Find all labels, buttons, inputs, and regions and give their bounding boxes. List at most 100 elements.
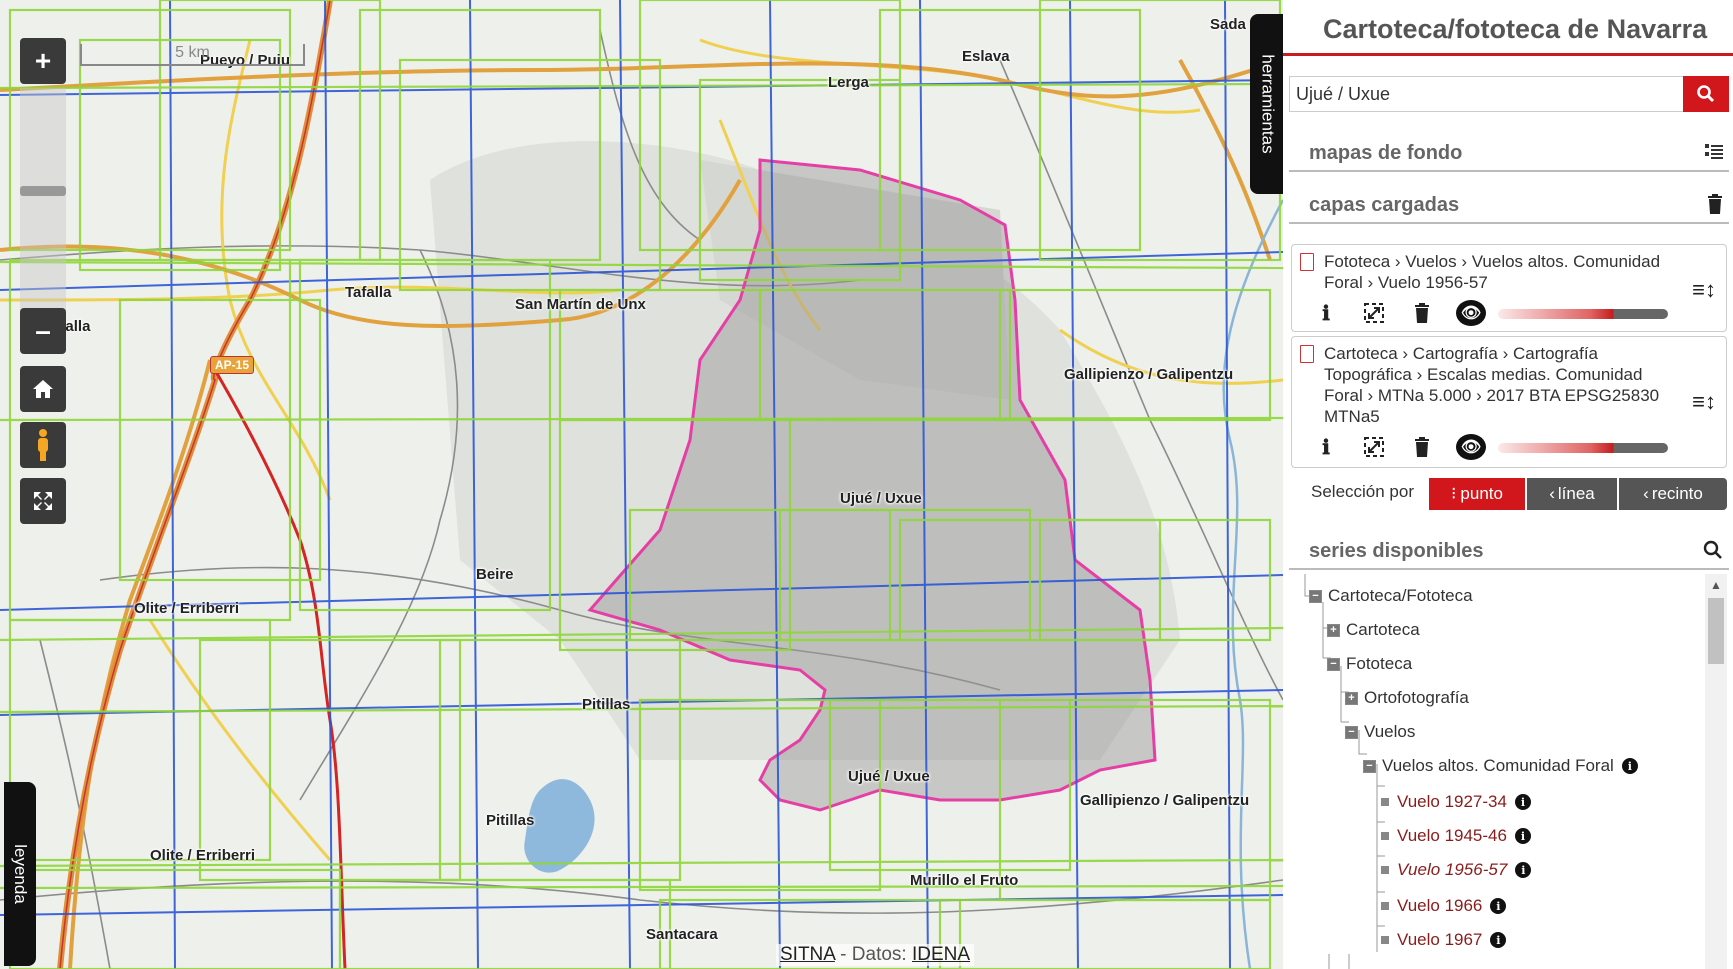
tree-leaf-item[interactable]: Vuelo 1967 i — [1381, 930, 1507, 950]
visibility-toggle[interactable]: 👁 — [1456, 434, 1486, 460]
expand-icon[interactable]: + — [1345, 691, 1358, 705]
leaf-bullet-icon — [1381, 866, 1389, 874]
select-line-button[interactable]: ‹línea — [1527, 478, 1617, 510]
place-label: Olite / Erriberri — [150, 847, 256, 864]
search-button[interactable] — [1683, 76, 1729, 112]
info-icon[interactable]: i — [1514, 794, 1531, 810]
side-panel: Cartoteca/fototeca de Navarra mapas de f… — [1283, 0, 1733, 969]
document-icon — [1300, 345, 1314, 363]
tree-item-label: Ortofotografía — [1364, 688, 1469, 707]
zoom-out-button[interactable]: – — [20, 308, 66, 354]
info-icon[interactable]: i — [1621, 758, 1638, 774]
place-label: Eslava — [962, 48, 1010, 65]
base-maps-label: mapas de fondo — [1309, 142, 1463, 164]
list-icon[interactable] — [1705, 142, 1723, 165]
tree-folder-item[interactable]: −Fototeca — [1327, 654, 1412, 674]
sitna-link[interactable]: SITNA — [780, 944, 835, 965]
reorder-icon[interactable]: ≡↕ — [1692, 277, 1716, 302]
eye-icon: 👁 — [1460, 305, 1482, 322]
legend-tab-label: leyenda — [11, 844, 30, 904]
leaf-bullet-icon — [1381, 902, 1389, 910]
tree-item-label: Cartoteca/Fototeca — [1328, 586, 1473, 605]
road-badge-ap15: AP-15 — [210, 356, 255, 374]
info-icon[interactable]: i — [1490, 932, 1507, 948]
layer-card-1[interactable]: Fototeca › Vuelos › Vuelos altos. Comuni… — [1291, 244, 1727, 332]
collapse-icon[interactable]: − — [1327, 657, 1340, 671]
tree-folder-item[interactable]: + Cartoteca — [1327, 620, 1420, 640]
zoom-slider-handle[interactable] — [20, 186, 66, 196]
info-icon[interactable]: i — [1515, 862, 1532, 878]
selection-label: Selección por — [1311, 482, 1415, 501]
loaded-layers-header: capas cargadas — [1289, 188, 1729, 224]
base-maps-header[interactable]: mapas de fondo — [1289, 136, 1729, 172]
scroll-up-icon[interactable]: ▲ — [1710, 578, 1722, 592]
opacity-slider[interactable] — [1498, 443, 1668, 453]
collapse-icon[interactable]: − — [1345, 725, 1358, 739]
street-view-button[interactable] — [20, 422, 66, 468]
scale-bar: 5 km — [80, 44, 305, 66]
tree-folder-item[interactable]: −Cartoteca/Fototeca — [1309, 586, 1473, 606]
layer-card-2[interactable]: Cartoteca › Cartografía › Cartografía To… — [1291, 336, 1727, 468]
collapse-icon[interactable]: − — [1363, 759, 1376, 773]
home-button[interactable] — [20, 366, 66, 412]
info-icon[interactable]: i — [1514, 828, 1531, 844]
place-label: Murillo el Fruto — [910, 872, 1019, 889]
idena-link[interactable]: IDENA — [911, 944, 971, 965]
zoom-to-extent-button[interactable] — [1360, 299, 1388, 327]
legend-tab[interactable]: leyenda — [4, 782, 36, 966]
select-area-button[interactable]: ‹recinto — [1619, 478, 1727, 510]
search-icon — [1697, 85, 1715, 103]
delete-layer-button[interactable] — [1408, 299, 1436, 327]
select-point-label: punto — [1460, 484, 1503, 503]
tools-tab-label: herramientas — [1259, 54, 1278, 154]
tree-item-label: Cartoteca — [1346, 620, 1420, 639]
panel-title: Cartoteca/fototeca de Navarra — [1283, 0, 1733, 56]
map-attribution: SITNA - Datos: IDENA — [776, 944, 975, 966]
tree-item-label: Vuelo 1927-34 — [1397, 792, 1507, 811]
trash-icon — [1415, 303, 1429, 323]
opacity-slider[interactable] — [1498, 309, 1668, 319]
info-icon[interactable]: i — [1490, 898, 1507, 914]
map-canvas — [0, 0, 1283, 969]
tools-tab[interactable]: herramientas — [1250, 14, 1283, 194]
scrollbar-thumb[interactable] — [1708, 598, 1724, 664]
tree-leaf-item[interactable]: Vuelo 1927-34 i — [1381, 792, 1531, 812]
place-label: Pitillas — [486, 812, 535, 829]
tree-item-label: Fototeca — [1346, 654, 1413, 673]
tree-folder-item[interactable]: −Vuelos — [1345, 722, 1415, 742]
collapse-icon[interactable]: − — [1309, 589, 1322, 603]
select-area-label: recinto — [1651, 484, 1703, 503]
trash-icon[interactable] — [1707, 194, 1723, 220]
tree-item-label: Vuelo 1967 — [1397, 930, 1483, 949]
tree-folder-item[interactable]: + Ortofotografía — [1345, 688, 1469, 708]
visibility-toggle[interactable]: 👁 — [1456, 300, 1486, 326]
expand-icon[interactable]: + — [1327, 623, 1340, 637]
reorder-icon[interactable]: ≡↕ — [1692, 389, 1716, 414]
document-icon — [1300, 253, 1314, 271]
series-tree: −Cartoteca/Fototeca+Cartoteca−Fototeca+O… — [1289, 574, 1709, 969]
place-label: San Martín de Unx — [515, 296, 646, 313]
info-button[interactable]: ℹ — [1312, 433, 1340, 461]
layer-path: Fototeca › Vuelos › Vuelos altos. Comuni… — [1324, 252, 1661, 292]
tree-scrollbar[interactable]: ▲ — [1705, 574, 1727, 969]
zoom-to-extent-button[interactable] — [1360, 433, 1388, 461]
search-box — [1289, 76, 1729, 112]
zoom-slider[interactable] — [20, 88, 66, 310]
info-button[interactable]: ℹ — [1312, 299, 1340, 327]
select-point-button[interactable]: ⁝punto — [1429, 478, 1525, 510]
search-input[interactable] — [1290, 77, 1680, 111]
search-icon[interactable] — [1703, 540, 1723, 566]
place-label: Beire — [476, 566, 514, 583]
home-icon — [33, 380, 53, 398]
zoom-in-button[interactable]: + — [20, 38, 66, 84]
leaf-bullet-icon — [1381, 832, 1389, 840]
trash-icon — [1415, 437, 1429, 457]
delete-layer-button[interactable] — [1408, 433, 1436, 461]
fullscreen-button[interactable] — [20, 478, 66, 524]
place-label: Tafalla — [345, 284, 392, 301]
